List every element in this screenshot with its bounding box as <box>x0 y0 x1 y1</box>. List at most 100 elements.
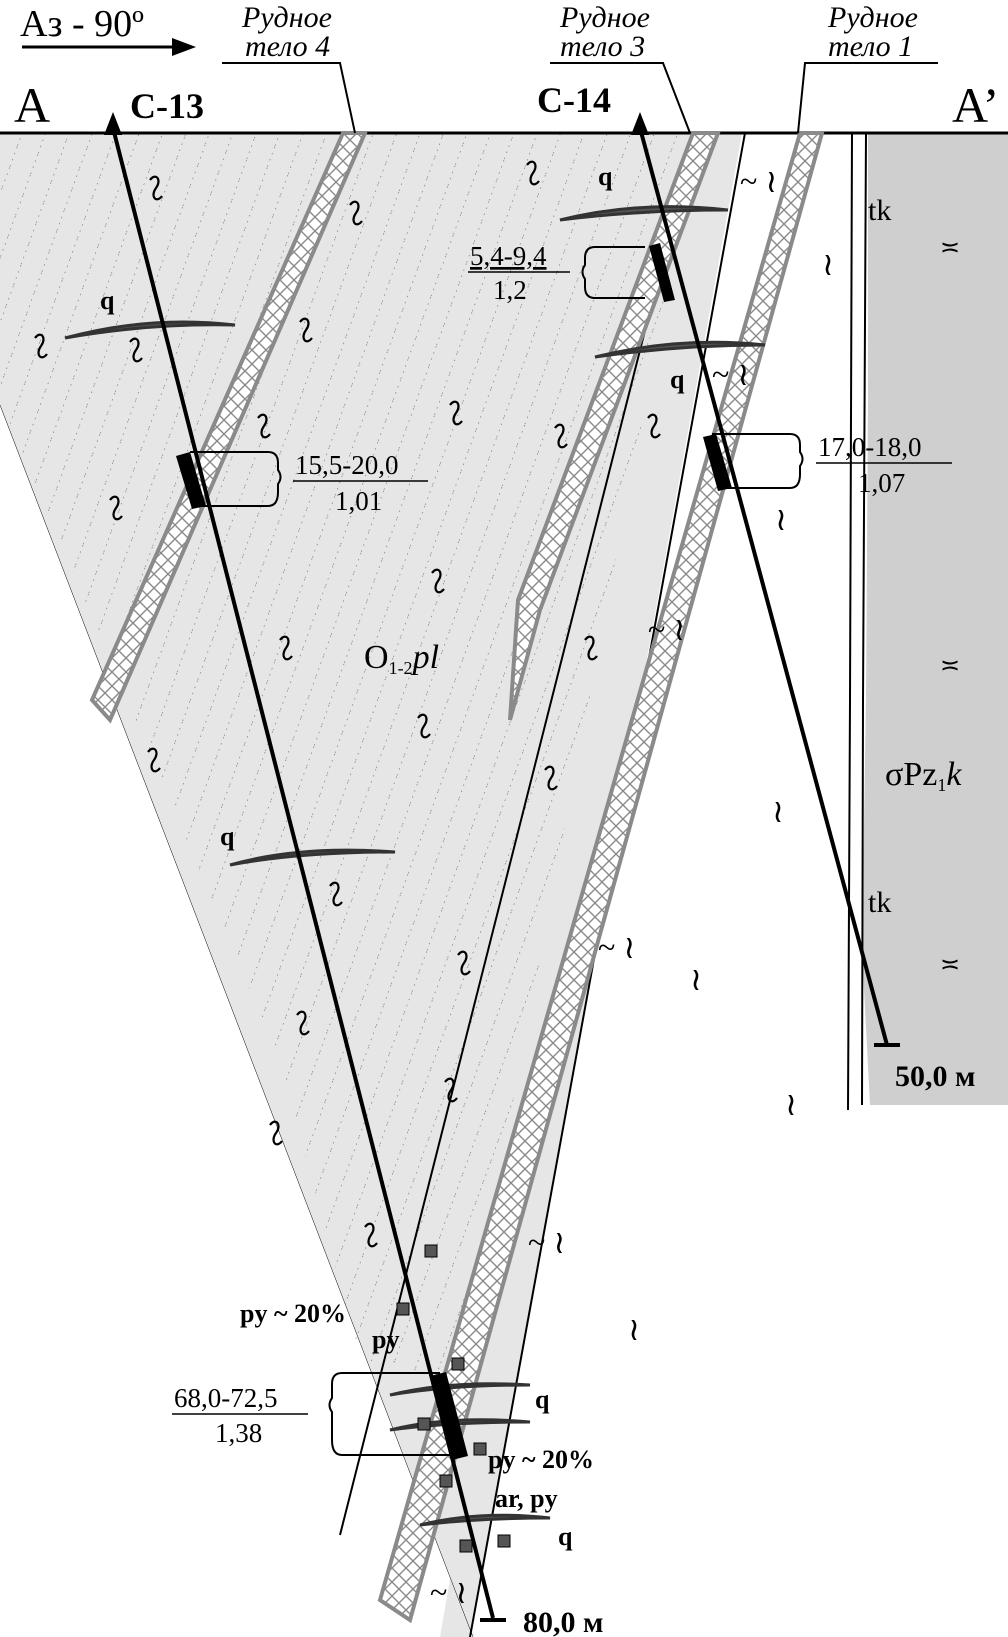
quartz-label: q <box>220 822 235 851</box>
pyrite-markers <box>396 1244 511 1553</box>
well-c14-arrow <box>631 112 649 135</box>
quartz-vein <box>229 848 396 867</box>
well-c13-label: С-13 <box>130 86 204 126</box>
schist-wavy-mark <box>457 950 471 976</box>
schist-wavy-mark <box>147 747 161 773</box>
contact-line <box>847 132 853 1111</box>
section-end-label: A’ <box>952 77 999 133</box>
schist-wavy-mark <box>329 881 343 907</box>
schist-wavy-mark <box>109 495 123 521</box>
well-c14-trace <box>638 127 889 1046</box>
ore-body-4 <box>89 131 369 724</box>
schist-wavy-mark <box>526 160 540 186</box>
quartz-vein <box>389 1382 531 1397</box>
quartz-vein <box>419 1513 551 1527</box>
serpentinite-body <box>862 133 1008 1105</box>
lens-symbol: ≀ <box>785 1086 797 1122</box>
interval-range: 17,0-18,0 <box>818 432 922 462</box>
well-c13-trace <box>111 127 495 1619</box>
well-c13-depth: 80,0 м <box>523 1606 603 1637</box>
lens-symbol: ≀ <box>822 246 834 282</box>
interval-bracket <box>328 1372 455 1456</box>
quartz-label: q <box>558 1522 573 1551</box>
quartz-vein <box>594 340 766 359</box>
ore-body-3 <box>508 131 721 721</box>
schist-wavy-mark <box>296 1010 310 1036</box>
ore-body-4-label-2: тело 4 <box>245 30 330 63</box>
interval-bracket <box>190 451 282 507</box>
contact-label: tk <box>868 886 891 919</box>
pyrite-marker <box>459 1539 473 1553</box>
schist-wavy-mark <box>34 333 48 359</box>
contact-line <box>861 132 867 1106</box>
lens-zone <box>470 133 862 1637</box>
interval-value: 1,38 <box>215 1418 262 1448</box>
lens-symbol: ≀ <box>772 793 784 829</box>
formation-main-label: O1-2pl <box>364 639 439 678</box>
leader-ore-body-3 <box>550 62 691 134</box>
leader-ore-body-1 <box>797 62 938 134</box>
interval-range: 68,0-72,5 <box>174 1383 278 1413</box>
pyrite-marker <box>473 1442 487 1456</box>
schist-wavy-mark <box>349 200 363 226</box>
well-c14-depth: 50,0 м <box>895 1060 975 1093</box>
schist-symbol: ~ ≀ <box>598 929 635 965</box>
pyrite-marker <box>424 1244 438 1258</box>
leader-ore-body-4 <box>222 62 356 134</box>
ore-body-1 <box>377 131 825 1624</box>
schist-wavy-mark <box>269 1120 283 1146</box>
quartz-label: q <box>535 1385 550 1414</box>
schist-symbol: ~ ≀ <box>740 163 777 199</box>
well-c13 <box>104 112 506 1622</box>
interval-value: 1,2 <box>493 275 527 305</box>
boundary-line <box>339 132 696 1536</box>
schist-wavy-mark <box>554 423 568 449</box>
schist-wavy-marks <box>34 160 661 1248</box>
azimuth-label: Аз - 90º <box>20 3 144 45</box>
schist-wavy-mark <box>257 413 271 439</box>
lens-symbol: ≀ <box>775 501 787 537</box>
schist-wavy-mark <box>364 1222 378 1248</box>
section-start-label: A <box>14 77 50 133</box>
schist-symbol: ~ ≀ <box>712 356 749 392</box>
pyrite-marker <box>417 1417 431 1431</box>
schist-symbol: ~ ≀ <box>430 1574 467 1610</box>
interval-bracket <box>581 246 645 299</box>
interval-bracket <box>712 433 804 489</box>
pyrite-marker <box>439 1474 453 1488</box>
interval-range: 15,5-20,0 <box>295 450 399 480</box>
arsenopyrite-pyrite-label: ar, py <box>495 1484 558 1513</box>
lens-symbol: ≀ <box>690 961 702 997</box>
well-c13-arrow <box>104 112 122 135</box>
serpentinite-symbol: ≍ <box>940 653 960 679</box>
serpentinite-symbol: ≍ <box>940 235 960 261</box>
pyrite-20-label: py ~ 20% <box>488 1445 594 1474</box>
schist-wavy-mark <box>299 317 313 343</box>
schist-wavy-mark <box>647 413 661 439</box>
schist-symbol: ~ ≀ <box>648 611 685 647</box>
well-c14-label: С-14 <box>537 80 611 120</box>
interval-range: 5,4-9,4 <box>470 241 547 271</box>
schist-wavy-mark <box>431 568 445 594</box>
well-c14 <box>631 112 900 1047</box>
section-edge-left <box>0 404 474 1637</box>
schist-wavy-mark <box>417 713 431 739</box>
quartz-vein <box>64 320 236 340</box>
quartz-label: q <box>598 162 613 191</box>
ore-body-3-label-2: тело 3 <box>560 30 645 63</box>
pyrite-marker <box>396 1302 410 1316</box>
ore-intersection <box>703 434 732 491</box>
ore-body-3-label-1: Рудное <box>559 1 650 34</box>
azimuth-arrowhead <box>172 38 196 56</box>
quartz-vein <box>559 205 729 222</box>
schist-wavy-mark <box>149 175 163 201</box>
pyrite-marker <box>497 1534 511 1548</box>
schist-wavy-mark <box>129 337 143 363</box>
lens-symbol: ≀ <box>628 1311 640 1347</box>
pyrite-label: py <box>372 1325 399 1354</box>
ore-body-1-label-1: Рудное <box>827 1 918 34</box>
serpentinite-symbol: ≍ <box>940 952 960 978</box>
schist-wavy-mark <box>444 1077 458 1103</box>
quartz-label: q <box>100 286 115 315</box>
